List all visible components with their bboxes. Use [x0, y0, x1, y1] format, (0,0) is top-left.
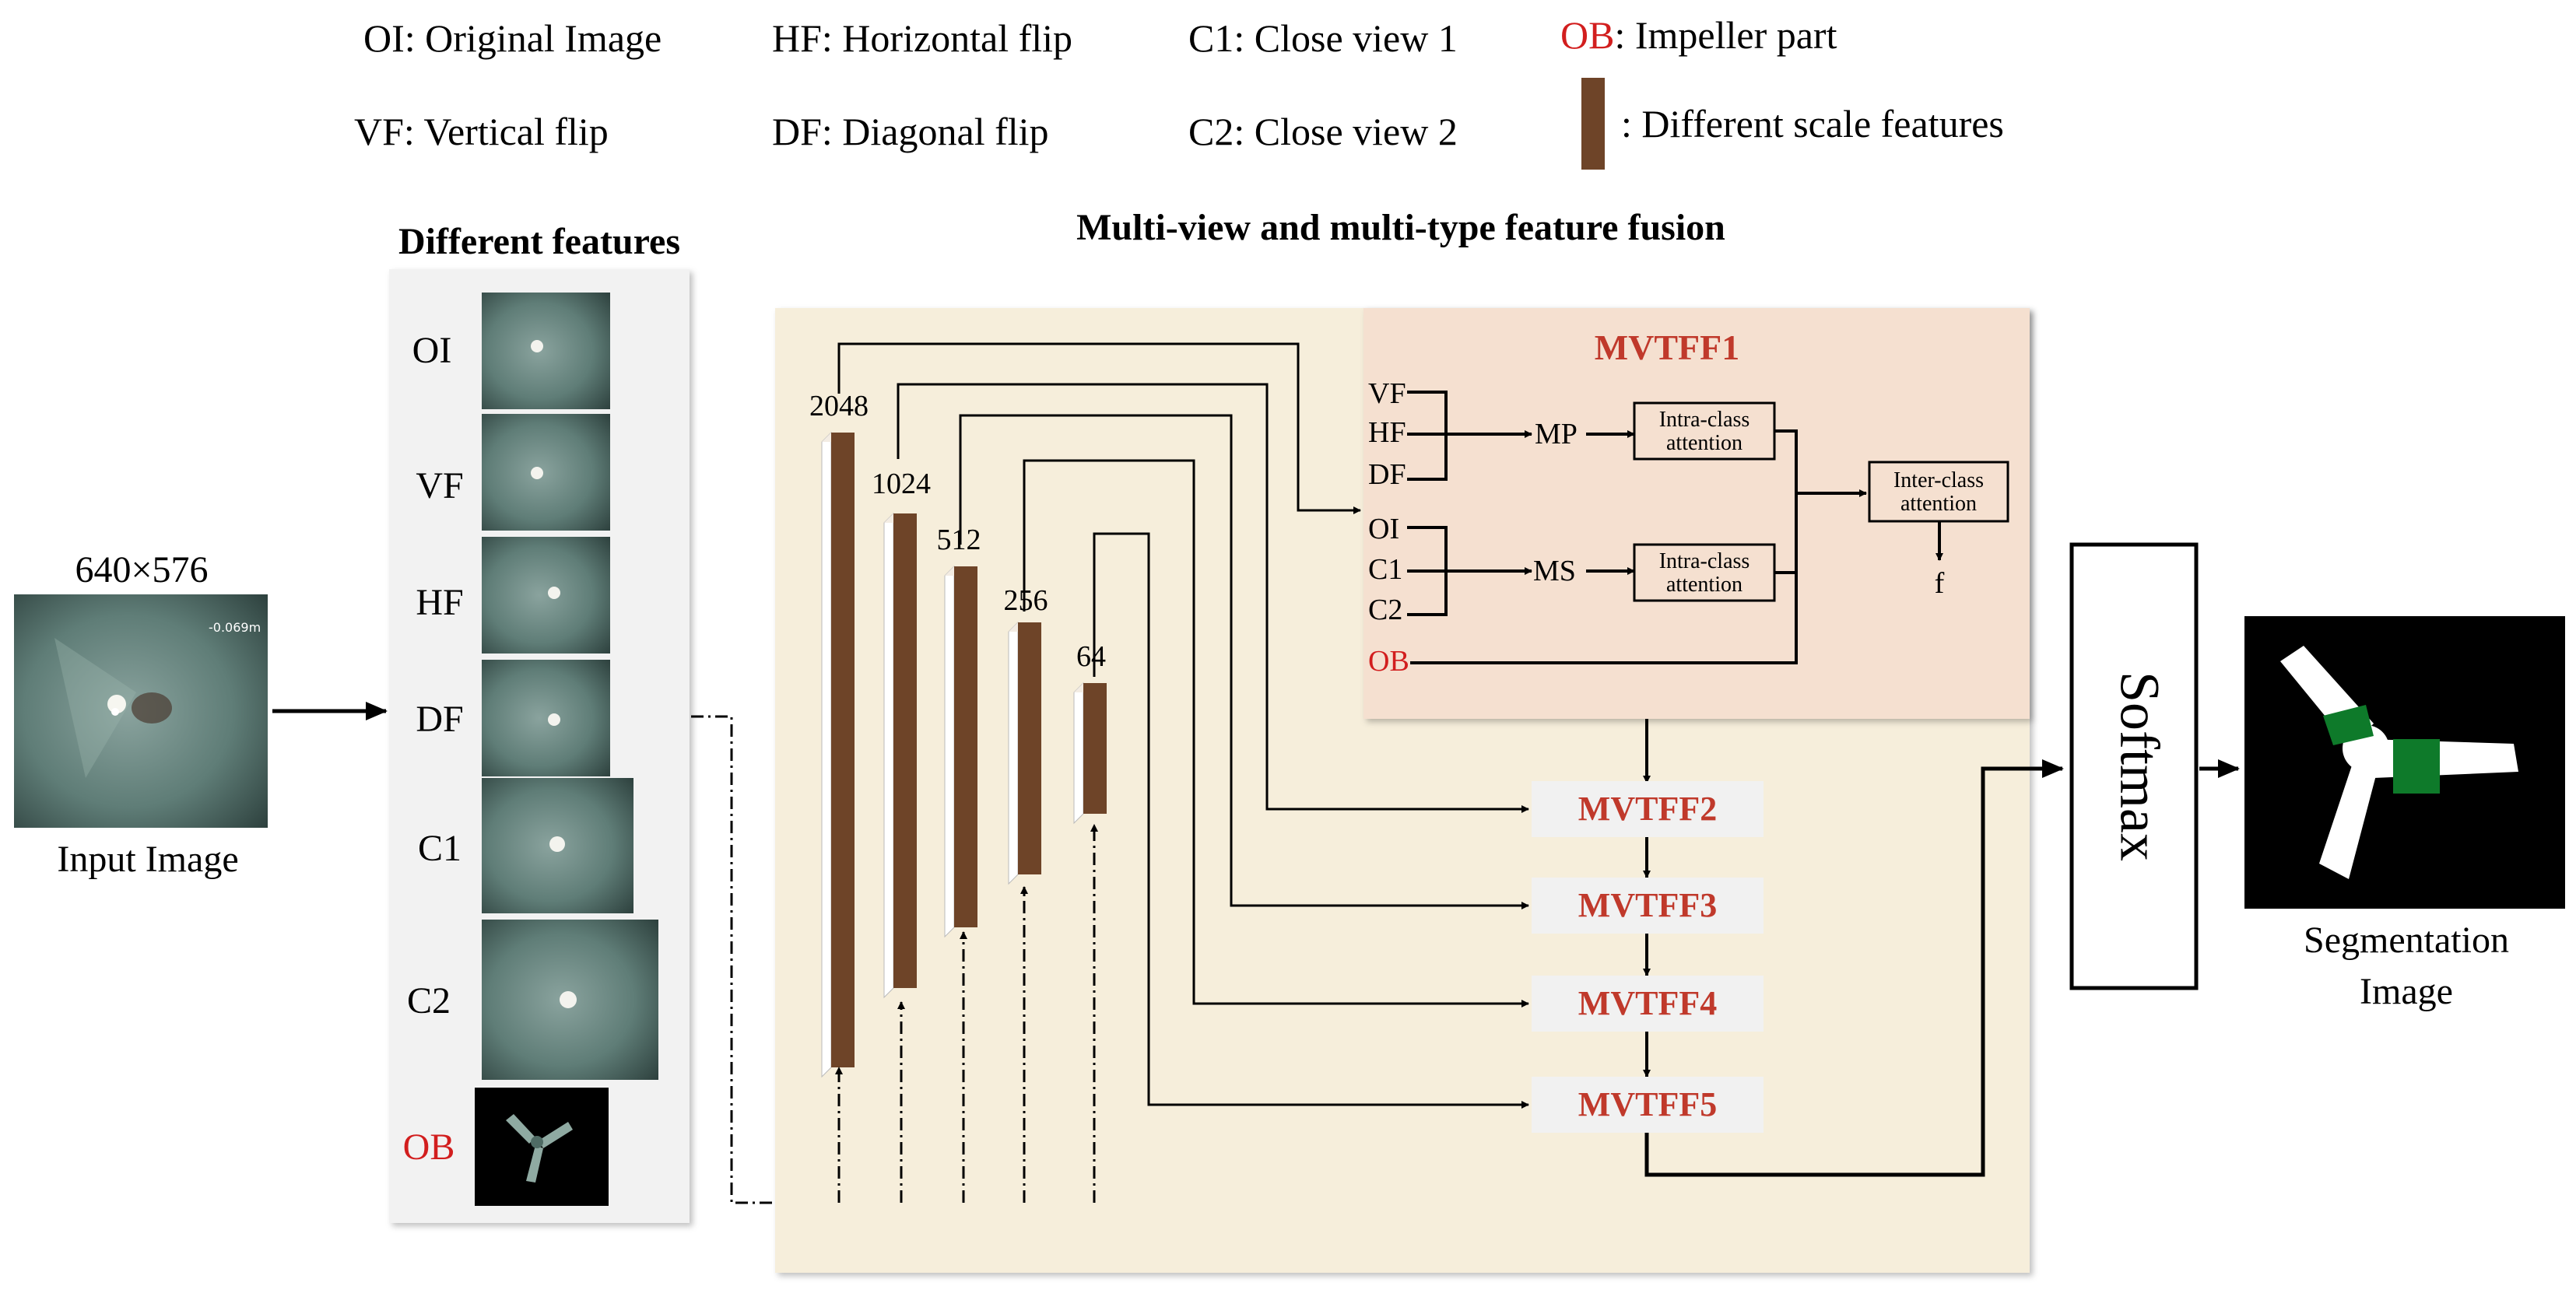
inter-attention: Inter-class attention [1868, 461, 2009, 523]
feature-bar-256 [1008, 621, 1041, 885]
bar-label-2048: 2048 [809, 390, 869, 422]
input-image: -0.069m [14, 594, 268, 828]
mvtff4-box [1532, 976, 1764, 1032]
legend-ob-abbr: OB [1560, 13, 1614, 57]
feature-thumb-c1 [482, 778, 633, 913]
bar-label-1024: 1024 [872, 468, 931, 500]
feature-thumb-vf [482, 414, 610, 531]
feature-bar-512 [944, 565, 977, 938]
feature-bar-64 [1073, 682, 1107, 825]
intra1-line1: Intra-class [1659, 408, 1750, 432]
conn-64-mvtff5 [1093, 532, 1529, 1109]
feature-label-ob: OB [403, 1127, 455, 1168]
mvtff3-box [1532, 878, 1764, 934]
conn-512-mvtff3 [959, 414, 1529, 909]
legend-df: DF: Diagonal flip [772, 110, 1049, 153]
conn-2048-mvtff1 [837, 342, 1361, 514]
segmentation-image [2244, 616, 2565, 909]
conn-1024-mvtff2 [897, 383, 1529, 813]
legend-oi: OI: Original Image [363, 16, 662, 60]
mvtff1-in-oi: OI [1368, 513, 1399, 545]
softmax-box [2069, 542, 2199, 990]
output-label-1: Segmentation [2304, 920, 2509, 961]
feature-thumb-ob [475, 1088, 609, 1206]
op-ms: MS [1533, 555, 1576, 587]
features-title: Different features [398, 221, 680, 262]
input-size: 640×576 [75, 549, 208, 590]
intra2-line1: Intra-class [1659, 549, 1750, 573]
input-readout: -0.069m [209, 620, 261, 635]
feature-label-oi: OI [412, 330, 452, 371]
output-label-2: Image [2360, 971, 2453, 1012]
output-f: f [1935, 567, 1945, 600]
mvtff1-inputs: VF HF DF OI C1 C2 OB [1368, 377, 1409, 678]
mask-green-2 [2393, 739, 2440, 794]
mvtff5-box [1532, 1077, 1764, 1133]
mvtff1-in-c1: C1 [1368, 553, 1402, 586]
line-merge [1410, 429, 1798, 664]
bar-labels: 2048 1024 512 256 64 [809, 390, 1106, 673]
mvtff4-label: MVTFF4 [1578, 984, 1717, 1022]
feature-label-hf: HF [416, 582, 463, 623]
mvtff3-label: MVTFF3 [1578, 886, 1717, 924]
legend-c2: C2: Close view 2 [1188, 110, 1458, 153]
fusion-title: Multi-view and multi-type feature fusion [1076, 207, 1725, 248]
bar-label-512: 512 [937, 524, 981, 556]
mvtff1-in-ob: OB [1368, 645, 1409, 678]
intra-attention-2: Intra-class attention [1633, 543, 1776, 602]
legend-hf: HF: Horizontal flip [772, 16, 1072, 60]
op-mp: MP [1535, 418, 1578, 450]
intra-attention-1: Intra-class attention [1633, 401, 1776, 461]
inter-line2: attention [1900, 492, 1977, 516]
mvtff1-in-vf: VF [1368, 377, 1406, 410]
mvtff1-in-c2: C2 [1368, 594, 1402, 626]
feature-bar-1024 [883, 512, 917, 999]
feature-thumb-hf [482, 537, 610, 654]
feature-label-c2: C2 [407, 980, 451, 1021]
feature-label-vf: VF [416, 465, 463, 506]
legend-c1: C1: Close view 1 [1188, 16, 1458, 60]
intra2-line2: attention [1666, 573, 1742, 597]
feature-thumb-df [482, 660, 610, 776]
mvtff1-panel [1363, 308, 2030, 719]
mvtff1-in-df: DF [1368, 458, 1406, 491]
feature-bar-2048 [821, 431, 855, 1078]
mvtff1-arrows [1410, 429, 1943, 664]
arrow-to-softmax [1644, 759, 2064, 1177]
feature-thumb-oi [482, 293, 610, 409]
legend-scale: : Different scale features [1621, 102, 2004, 145]
feature-labels: OI VF HF DF C1 C2 OB [403, 330, 464, 1168]
mvtff2-label: MVTFF2 [1578, 790, 1717, 828]
mvtff1-title: MVTFF1 [1595, 328, 1740, 367]
softmax-label: Softmax [2108, 671, 2171, 861]
bar-label-256: 256 [1004, 584, 1048, 617]
input-label: Input Image [57, 839, 238, 880]
mvtff1-ops: MP MS f [1533, 418, 1945, 600]
legend-ob-text: : Impeller part [1614, 13, 1837, 57]
legend-ob: OB: Impeller part [1560, 13, 1837, 57]
mvtff-stack: MVTFF2 MVTFF3 MVTFF4 MVTFF5 [1532, 719, 1764, 1133]
feature-thumb-c2 [482, 920, 658, 1080]
legend-scale-swatch [1581, 78, 1605, 170]
bar-label-64: 64 [1076, 640, 1106, 673]
mvtff5-label: MVTFF5 [1578, 1085, 1717, 1123]
bar-feed-arrows [835, 824, 1098, 1203]
legend-vf: VF: Vertical flip [354, 110, 609, 153]
feature-label-df: DF [416, 699, 463, 740]
scale-feature-bars [821, 431, 1107, 1078]
feature-label-c1: C1 [418, 828, 462, 869]
conn-256-mvtff4 [1023, 459, 1529, 1007]
mvtff1-in-hf: HF [1368, 416, 1406, 449]
mask-green-1 [2323, 705, 2374, 745]
intra1-line2: attention [1666, 431, 1742, 455]
bar-connections [837, 342, 1529, 1109]
mvtff2-box [1532, 781, 1764, 837]
legend: OI: Original Image HF: Horizontal flip C… [354, 13, 2004, 170]
inter-line1: Inter-class [1893, 468, 1984, 492]
